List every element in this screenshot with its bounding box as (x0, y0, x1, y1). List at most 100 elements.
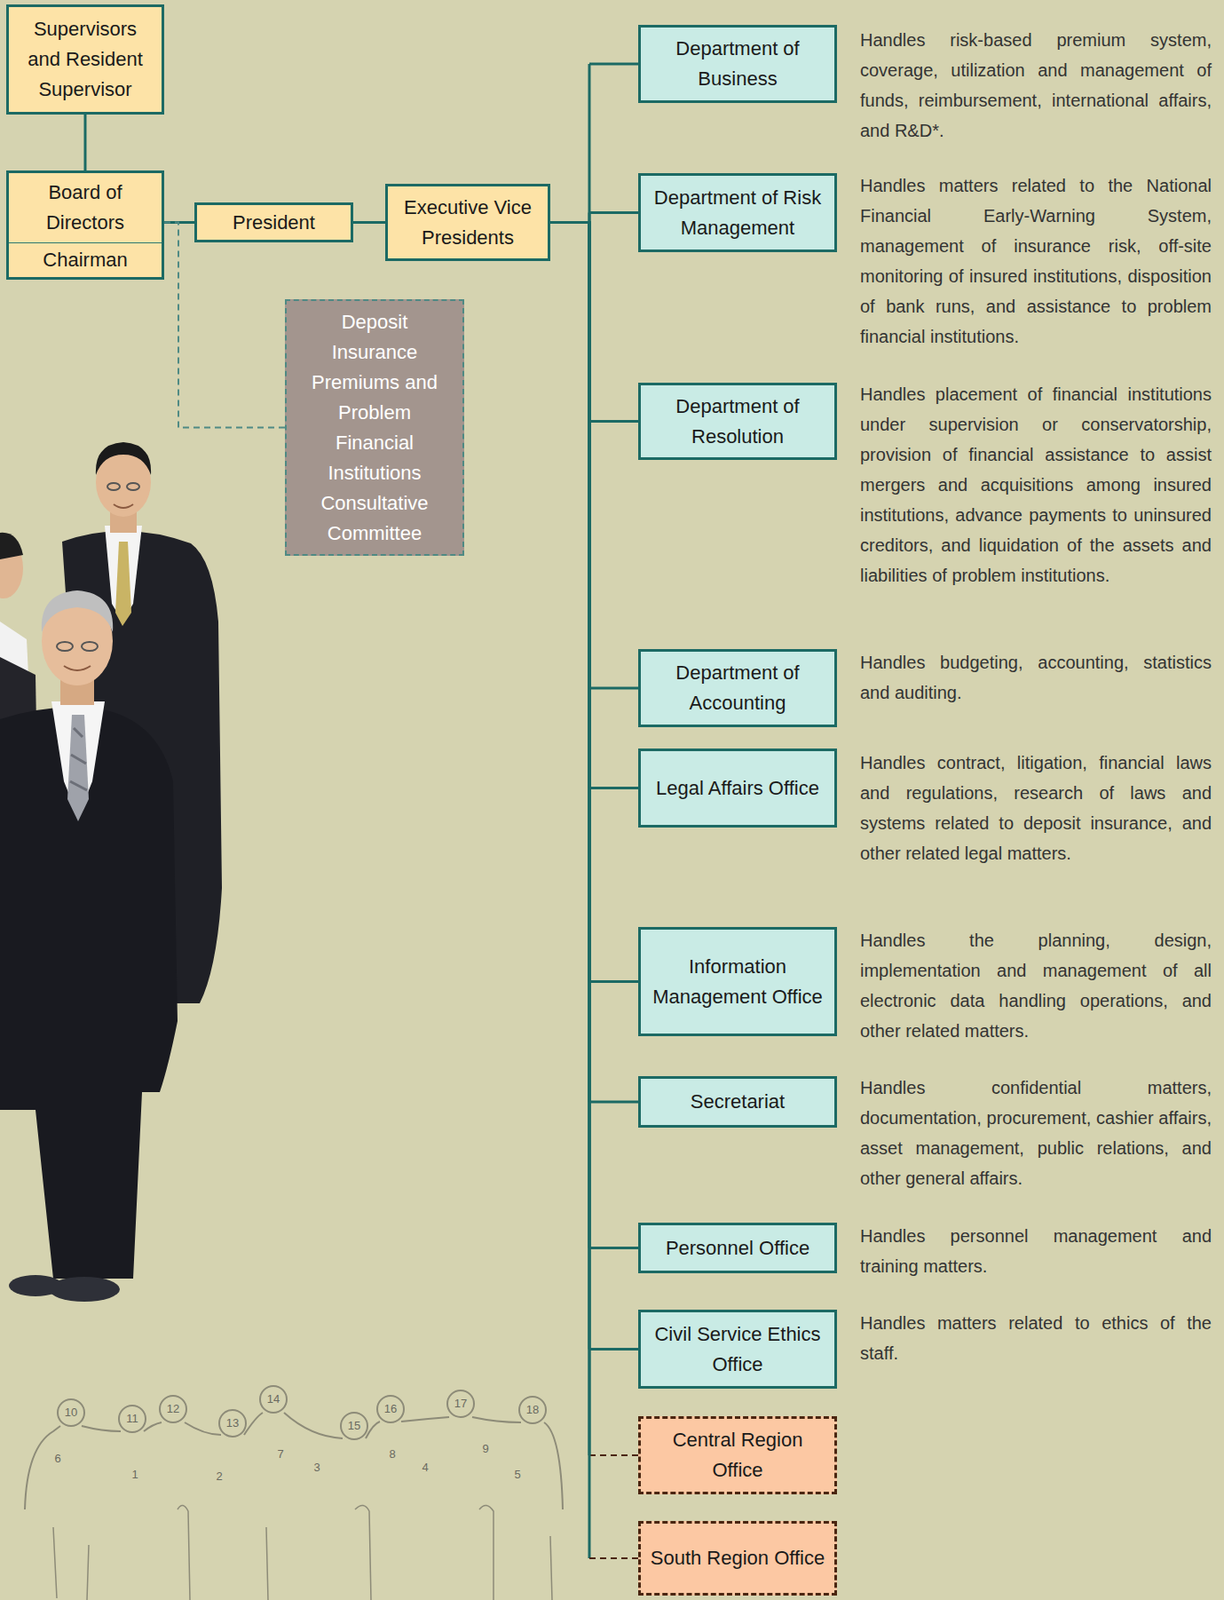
connector-line (550, 222, 590, 982)
connector-line (550, 63, 590, 223)
box-label: Information Management Office (647, 951, 828, 1012)
department-box: Department of Resolution (638, 382, 838, 460)
region-office-box: South Region Office (638, 1520, 838, 1596)
connector-line (550, 222, 590, 789)
department-box: Department of Risk Management (638, 173, 838, 253)
org-connector (550, 222, 639, 1103)
box-label: Personnel Office (665, 1232, 810, 1264)
connector-line (589, 979, 639, 983)
box-label: Executive Vice Presidents (394, 192, 541, 253)
org-connector (85, 114, 87, 171)
connector-line (589, 419, 639, 423)
org-connector (550, 213, 639, 223)
function-description: Handles matters related to ethics of the… (860, 1307, 1212, 1368)
org-connector (550, 222, 639, 1559)
box-label: Supervisors and Resident Supervisor (15, 14, 155, 105)
callout-number: 17 (450, 1396, 471, 1411)
org-connector (550, 63, 639, 223)
callout-number: 11 (122, 1411, 143, 1426)
connector-line (550, 213, 590, 223)
connector-line (550, 222, 590, 1559)
function-description: Handles personnel management and trainin… (860, 1220, 1212, 1281)
connector-line (550, 222, 590, 1456)
callout-number: 13 (222, 1415, 243, 1430)
box-label: Civil Service Ethics Office (647, 1318, 828, 1380)
callout-number: 16 (380, 1401, 401, 1416)
box-label: Department of Risk Management (647, 182, 828, 244)
box-label: President (232, 207, 316, 238)
callout-number: 14 (263, 1391, 284, 1406)
function-description: Handles the planning, design, implementa… (860, 924, 1212, 1046)
org-connector (550, 222, 639, 1456)
group-outline (24, 1385, 563, 1600)
box-label: Legal Affairs Office (655, 773, 820, 804)
callout-number: 5 (507, 1467, 528, 1482)
connector-line (550, 222, 590, 689)
function-description: Handles contract, litigation, financial … (860, 747, 1212, 869)
department-box: Department of Accounting (638, 648, 838, 727)
callout-number: 10 (61, 1405, 81, 1420)
connector-line (589, 1556, 639, 1559)
department-box: Department of Business (638, 24, 838, 103)
board-box: Board of DirectorsChairman (6, 170, 165, 280)
connector-line (589, 211, 639, 214)
callout-number: 15 (344, 1418, 364, 1433)
org-connector (550, 222, 639, 1248)
supervisor-box: Supervisors and Resident Supervisor (6, 4, 165, 115)
connector-line (589, 63, 639, 66)
standing-man (0, 590, 178, 1302)
department-box: Information Management Office (638, 926, 838, 1036)
president-box: President (194, 202, 354, 243)
connector-line (550, 222, 590, 1350)
box-label: Central Region Office (647, 1424, 828, 1485)
box-label: Secretariat (690, 1086, 785, 1117)
department-box: Civil Service Ethics Office (638, 1309, 838, 1389)
connector-line (589, 1347, 639, 1351)
box-label: Department of Resolution (647, 391, 828, 452)
function-description: Handles placement of financial instituti… (860, 379, 1212, 591)
callout-number: 2 (209, 1468, 230, 1484)
org-connector (550, 222, 639, 689)
connector-line (589, 786, 639, 790)
box-label: Board of Directors (8, 173, 162, 243)
department-box: Personnel Office (638, 1222, 838, 1273)
department-box: Secretariat (638, 1075, 838, 1128)
box-sublabel: Chairman (8, 242, 162, 277)
function-description: Handles budgeting, accounting, statistic… (860, 647, 1212, 708)
connector-line (589, 1100, 639, 1104)
callout-number: 8 (382, 1446, 403, 1461)
connector-line (353, 221, 386, 224)
connector-line (550, 222, 590, 1248)
org-connector (550, 222, 639, 422)
org-connector (550, 222, 639, 1350)
connector-line (589, 1246, 639, 1249)
org-connector (550, 222, 639, 789)
org-connector (353, 221, 386, 223)
connector-line (589, 1453, 639, 1456)
function-description: Handles confidential matters, documentat… (860, 1072, 1212, 1193)
connector-line (589, 687, 639, 690)
box-label: South Region Office (650, 1542, 826, 1573)
connector-line (164, 222, 285, 428)
function-description: Handles matters related to the National … (860, 170, 1212, 352)
org-connector (550, 222, 639, 982)
org-connector (164, 222, 285, 428)
callout-number: 12 (163, 1401, 183, 1416)
connector-line (550, 222, 590, 1103)
callout-number: 18 (522, 1402, 543, 1417)
box-label: Department of Accounting (647, 657, 828, 719)
connector-line (84, 114, 87, 171)
box-label: Department of Business (647, 33, 828, 95)
connector-line (550, 222, 590, 422)
callout-number: 6 (47, 1451, 68, 1466)
department-box: Legal Affairs Office (638, 748, 838, 828)
region-office-box: Central Region Office (638, 1415, 838, 1494)
committee-box: Deposit Insurance Premiums and Problem F… (284, 299, 465, 556)
callout-number: 1 (125, 1467, 145, 1482)
vice-president-box: Executive Vice Presidents (385, 183, 551, 261)
callout-number: 4 (415, 1460, 435, 1475)
function-description: Handles risk-based premium system, cover… (860, 24, 1212, 146)
callout-number: 7 (270, 1446, 291, 1461)
callout-number: 9 (475, 1441, 496, 1456)
callout-number: 3 (307, 1460, 327, 1475)
